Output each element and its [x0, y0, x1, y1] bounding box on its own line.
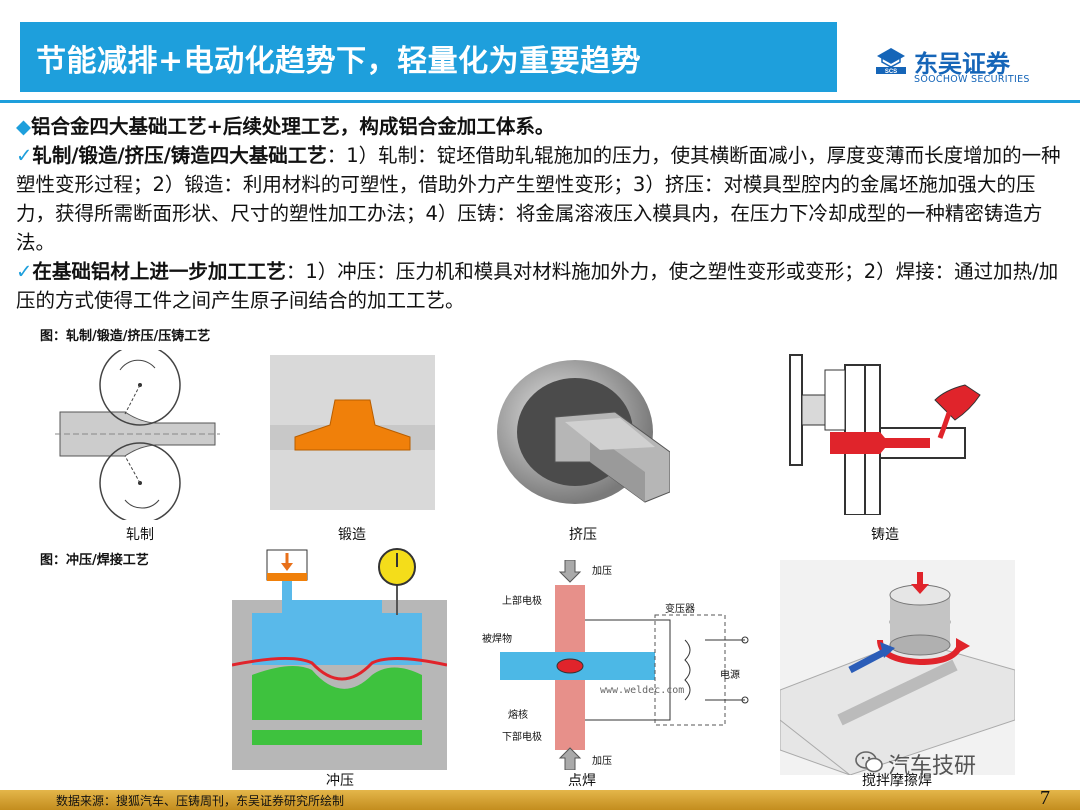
- figure1-title: 图：轧制/锻造/挤压/压铸工艺: [40, 329, 211, 344]
- page-number: 7: [1040, 787, 1050, 809]
- summary-line-1: ◆铝合金四大基础工艺+后续处理工艺，构成铝合金加工体系。: [16, 115, 555, 138]
- label-nugget: 熔核: [508, 710, 528, 721]
- caption-rolling: 轧制: [126, 527, 154, 543]
- caption-forging: 锻造: [338, 527, 366, 543]
- footer-bar: 数据来源：搜狐汽车、压铸周刊，东吴证券研究所绘制 7: [0, 787, 1080, 810]
- watermark-text: 汽车技研: [888, 754, 977, 779]
- spot-welding-diagram: 加压 上部电极 被焊物 变压器 电源 www.weldec.com 熔核 下部电…: [480, 560, 760, 770]
- caption-stamping: 冲压: [326, 773, 354, 789]
- logo-name-cn: 东吴证券: [914, 50, 1010, 78]
- extrusion-diagram: [497, 360, 670, 504]
- casting-diagram: [770, 350, 985, 515]
- summary-paragraph-3: ✓在基础铝材上进一步加工工艺：1）冲压：压力机和模具对材料施加外力，使之塑性变形…: [16, 260, 1059, 312]
- check-bullet-icon: ✓: [16, 144, 33, 167]
- svg-text:SCS: SCS: [885, 69, 897, 75]
- label-workpiece: 被焊物: [482, 634, 512, 645]
- figure2-title: 图：冲压/焊接工艺: [40, 553, 149, 568]
- stamping-diagram: [232, 548, 447, 770]
- caption-friction-stir-welding: 搅拌摩擦焊: [862, 773, 932, 789]
- check-bullet-icon: ✓: [16, 260, 33, 283]
- label-transformer: 变压器: [665, 604, 695, 615]
- label-site: www.weldec.com: [600, 685, 685, 696]
- forging-diagram: [270, 355, 435, 510]
- label-press-bottom: 加压: [592, 756, 612, 767]
- rolling-diagram: [55, 350, 220, 520]
- label-press-top: 加压: [592, 566, 612, 577]
- label-power: 电源: [720, 670, 740, 681]
- caption-casting: 铸造: [871, 527, 899, 543]
- header-divider: [0, 100, 1080, 103]
- logo-name-en: SOOCHOW SECURITIES: [914, 74, 1030, 85]
- brand-logo: SCS 东吴证券 SOOCHOW SECURITIES: [870, 42, 1060, 90]
- diamond-bullet-icon: ◆: [16, 115, 31, 138]
- wechat-icon: [855, 751, 883, 773]
- summary-paragraph-2: ✓轧制/锻造/挤压/铸造四大基础工艺：1）轧制：锭坯借助轧辊施加的压力，使其横断…: [16, 144, 1061, 254]
- friction-stir-welding-diagram: [780, 560, 1015, 775]
- label-upper-electrode: 上部电极: [502, 596, 542, 607]
- summary-text: ◆铝合金四大基础工艺+后续处理工艺，构成铝合金加工体系。 ✓轧制/锻造/挤压/铸…: [16, 112, 1066, 315]
- label-lower-electrode: 下部电极: [502, 732, 542, 743]
- spot-welding-graphic: [500, 560, 749, 770]
- caption-spot-welding: 点焊: [568, 773, 596, 789]
- soochow-logo-icon: SCS: [876, 48, 906, 75]
- source-note: 数据来源：搜狐汽车、压铸周刊，东吴证券研究所绘制: [56, 794, 345, 808]
- title-banner: 节能减排+电动化趋势下，轻量化为重要趋势: [20, 22, 837, 92]
- caption-extrusion: 挤压: [569, 527, 597, 543]
- page-title: 节能减排+电动化趋势下，轻量化为重要趋势: [36, 44, 642, 79]
